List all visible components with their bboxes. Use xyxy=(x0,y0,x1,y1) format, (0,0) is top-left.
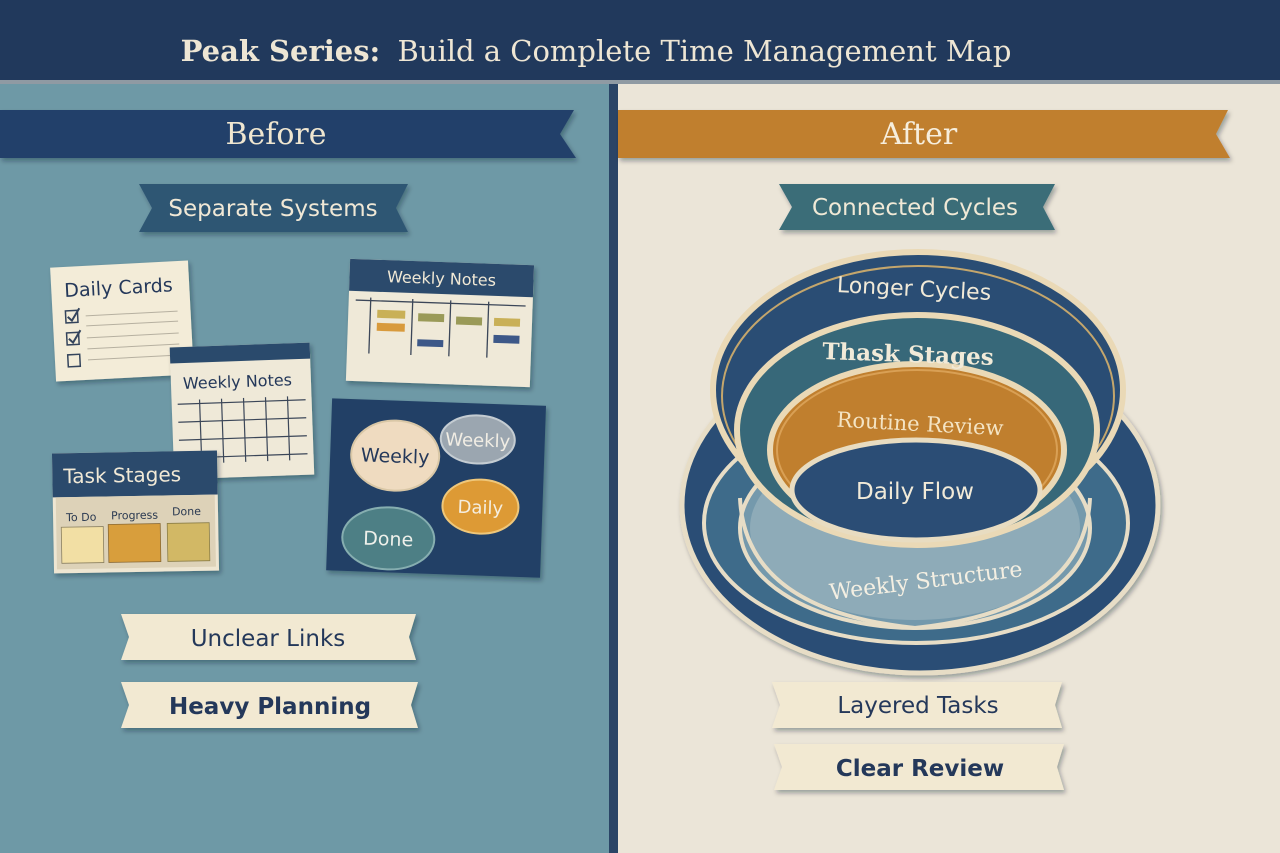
after-panel: After Connected Cycles xyxy=(618,84,1280,853)
before-banner-label: Before xyxy=(225,117,326,152)
bubble-label: Daily xyxy=(457,497,504,520)
tag-label: Heavy Planning xyxy=(169,694,371,720)
tag-layered-tasks: Layered Tasks xyxy=(772,682,1062,728)
before-banner: Before xyxy=(0,110,576,158)
bubble-weekly-cream: Weekly xyxy=(350,419,441,492)
tag-label: Layered Tasks xyxy=(837,693,998,719)
bubble-weekly-gray: Weekly xyxy=(439,414,516,465)
tag-unclear-links: Unclear Links xyxy=(121,614,416,660)
connected-cycles-label: Connected Cycles xyxy=(812,195,1018,221)
task-stage-column-label: To Do xyxy=(65,511,97,525)
task-stages-card: Task Stages To Do Progress Done xyxy=(51,450,220,574)
weekly-notes-mid-title: Weekly Notes xyxy=(183,370,293,393)
ring-label-daily-flow: Daily Flow xyxy=(856,479,974,505)
separate-systems-ribbon: Separate Systems xyxy=(139,184,408,232)
checkbox-checked-icon xyxy=(65,329,82,346)
task-stage-column-label: Done xyxy=(172,505,201,519)
cycles-diagram: Longer Cycles Thask Stages Routine Revie… xyxy=(679,249,1161,676)
connected-cycles-ribbon: Connected Cycles xyxy=(779,184,1055,230)
after-banner: After xyxy=(618,110,1230,158)
bubble-daily: Daily xyxy=(441,478,520,535)
tag-heavy-planning: Heavy Planning xyxy=(121,682,418,728)
tag-label: Unclear Links xyxy=(191,626,346,652)
weekly-notes-grid-card: Weekly Notes xyxy=(169,342,315,480)
cycle-bubbles-board: Weekly Weekly Daily Done xyxy=(326,398,547,578)
after-banner-label: After xyxy=(880,117,958,152)
task-stage-column-label: Progress xyxy=(111,509,158,523)
weekly-notes-board-card: Weekly Notes xyxy=(345,258,535,388)
checkbox-checked-icon xyxy=(64,307,81,324)
tag-clear-review: Clear Review xyxy=(774,744,1064,790)
weekly-notes-top-title: Weekly Notes xyxy=(387,267,497,290)
task-stage-column: Progress xyxy=(107,509,162,563)
before-panel: Before Separate Systems Daily Cards xyxy=(0,84,618,853)
ring-daily-flow xyxy=(789,437,1043,543)
separate-systems-label: Separate Systems xyxy=(168,196,377,222)
bubble-label: Weekly xyxy=(445,429,511,452)
ring-label-task-stages: Thask Stages xyxy=(822,338,994,371)
bubble-label: Weekly xyxy=(360,444,429,468)
header-title-bold: Peak Series: xyxy=(181,34,381,68)
bubble-done: Done xyxy=(341,506,436,571)
bubble-label: Done xyxy=(363,528,414,552)
header-title: Build a Complete Time Management Map xyxy=(397,34,1011,68)
checkbox-empty-icon xyxy=(66,353,82,368)
task-stages-title: Task Stages xyxy=(62,462,181,488)
daily-cards-note: Daily Cards xyxy=(50,260,194,382)
svg-text:Peak Series: Build a Com: Peak Series: Build a Complete Time Manag… xyxy=(181,34,1012,68)
tag-label: Clear Review xyxy=(836,756,1004,782)
task-stage-column: To Do xyxy=(60,511,105,564)
header-bar: Peak Series: Build a Complete Time Manag… xyxy=(0,0,1280,84)
task-stage-column: Done xyxy=(166,505,211,562)
